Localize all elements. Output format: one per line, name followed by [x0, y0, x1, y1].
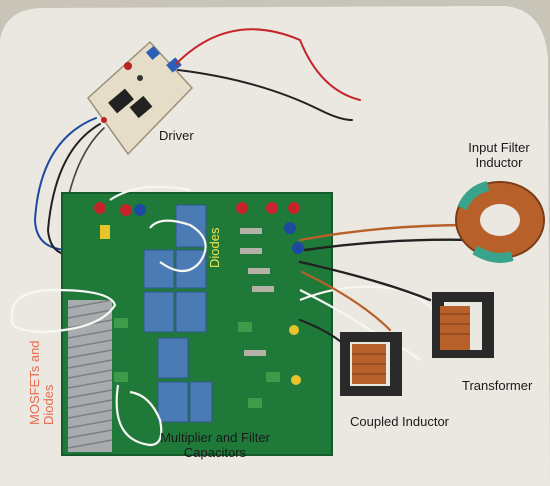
label-input-filter-inductor: Input Filter Inductor: [454, 140, 544, 170]
magnetic-leads: [298, 223, 474, 362]
label-mosfets-line1: MOSFETs and: [27, 340, 42, 425]
label-input-filter-inductor-line1: Input Filter: [468, 140, 530, 155]
diode-components: [240, 228, 274, 356]
coupled-inductor: [340, 332, 402, 396]
label-driver: Driver: [159, 128, 194, 143]
label-mosfets-and-diodes: MOSFETs and Diodes: [27, 340, 56, 425]
label-capacitors-line2: Capacitors: [183, 445, 247, 460]
label-input-filter-inductor-line2: Inductor: [475, 155, 523, 170]
driver-board: [87, 40, 194, 156]
label-mosfets-line2: Diodes: [41, 384, 56, 425]
label-coupled-inductor: Coupled Inductor: [350, 414, 450, 429]
input-filter-inductor: [455, 181, 545, 263]
label-capacitors-line1: Multiplier and Filter: [160, 430, 270, 445]
label-diodes: Diodes: [207, 227, 222, 268]
label-multiplier-and-filter-capacitors: Multiplier and Filter Capacitors: [150, 430, 280, 460]
capacitors: [143, 204, 213, 423]
transformer: [432, 292, 494, 358]
terminals: [94, 202, 304, 408]
heatsink: [67, 299, 113, 452]
label-transformer: Transformer: [462, 378, 533, 393]
white-wires: [10, 185, 441, 447]
